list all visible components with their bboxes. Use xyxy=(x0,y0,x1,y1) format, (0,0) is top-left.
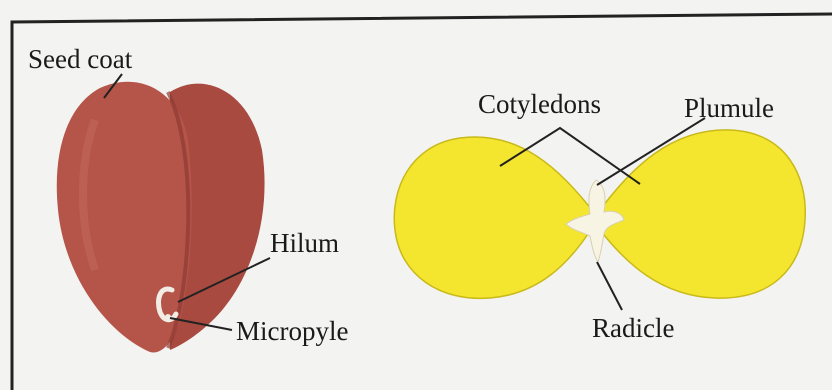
hilum-label: Hilum xyxy=(270,228,339,258)
cotyledons-label: Cotyledons xyxy=(478,89,601,119)
plumule-label: Plumule xyxy=(684,93,774,123)
micropyle-mark xyxy=(165,314,171,320)
seed-coat-label: Seed coat xyxy=(28,44,133,74)
radicle-label: Radicle xyxy=(592,313,674,343)
micropyle-label: Micropyle xyxy=(236,316,348,346)
